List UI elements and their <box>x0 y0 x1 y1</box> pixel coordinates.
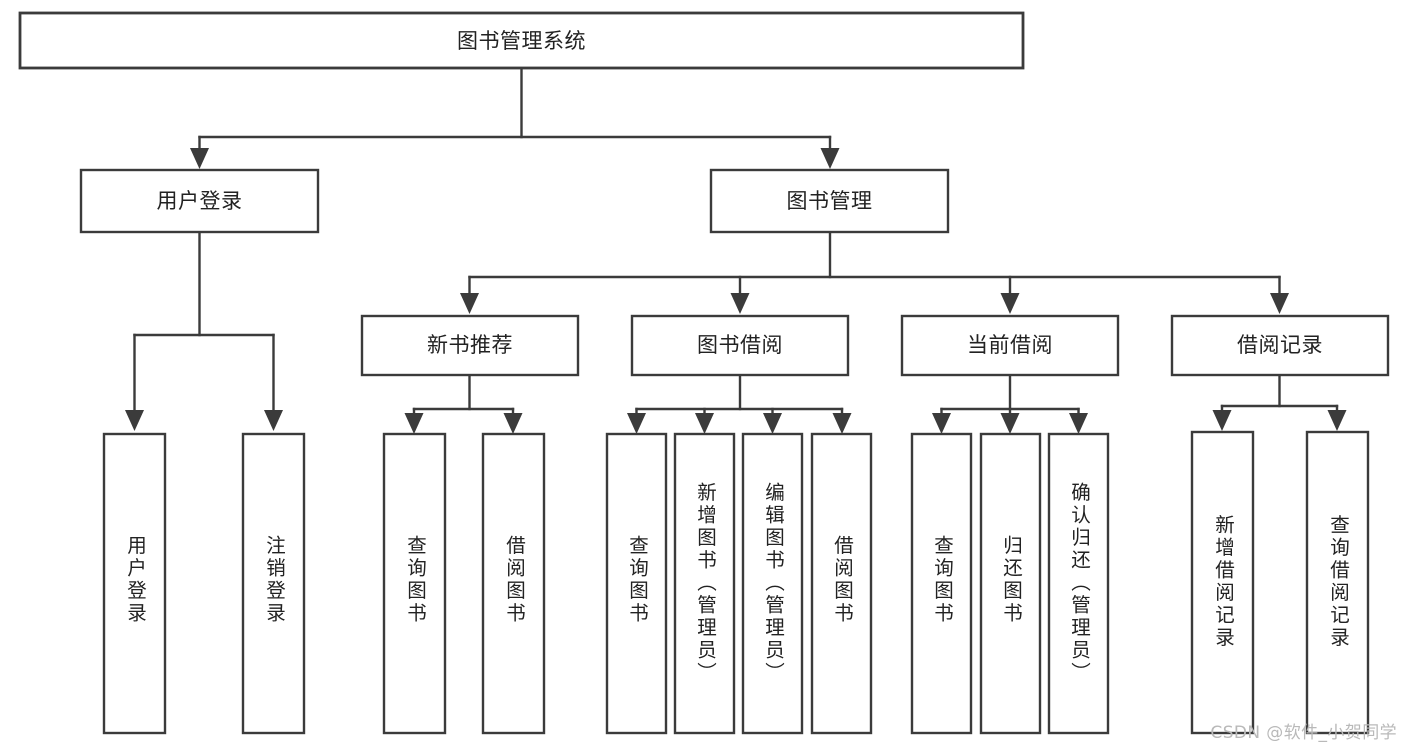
leaf-node-nb-query-book[interactable]: 查询图书 <box>382 432 447 735</box>
leaf-node-bb-query-book[interactable]: 查询图书 <box>605 432 668 735</box>
connectors-newbook-to-leaves <box>404 373 523 434</box>
leaf-node-br-add-record[interactable]: 新增借阅记录 <box>1190 430 1255 735</box>
connectors-bookmanage-to-level3 <box>460 230 1289 314</box>
node-borrow-record-label: 借阅记录 <box>1237 333 1323 357</box>
node-book-borrow[interactable]: 图书借阅 <box>630 314 850 377</box>
node-user-login-label: 用户登录 <box>157 189 243 213</box>
leaf-user-login-box[interactable] <box>102 432 167 735</box>
leaf-logout-box[interactable] <box>241 432 306 735</box>
node-root-book-management-system[interactable]: 图书管理系统 <box>18 11 1025 70</box>
leaf-cb-return-book-label: 归还图书 <box>1000 535 1023 625</box>
arrow-to-leaf-user-login <box>125 410 144 431</box>
leaf-node-logout[interactable]: 注销登录 <box>241 432 306 735</box>
node-new-book-recommend-label: 新书推荐 <box>427 333 513 357</box>
connectors-userlogin-to-leaves <box>125 230 283 431</box>
leaf-cb-return-book-box[interactable] <box>979 432 1042 735</box>
leaf-node-user-login[interactable]: 用户登录 <box>102 432 167 735</box>
leaf-node-bb-add-book-admin[interactable]: 新增图书（管理员） <box>673 432 736 735</box>
leaf-logout-label: 注销登录 <box>263 535 286 625</box>
leaf-bb-add-book-label: 新增图书（管理员） <box>694 482 717 685</box>
leaf-node-cb-return-book[interactable]: 归还图书 <box>979 432 1042 735</box>
leaf-nb-borrow-book-label: 借阅图书 <box>503 535 526 625</box>
node-book-management-label: 图书管理 <box>787 189 873 213</box>
leaf-bb-query-book-box[interactable] <box>605 432 668 735</box>
arrow-to-leaf-cb-return <box>1000 413 1020 434</box>
connectors-currentborrow-to-leaves <box>932 373 1088 434</box>
leaf-cb-confirm-return-box[interactable] <box>1047 432 1110 735</box>
leaf-bb-edit-book-box[interactable] <box>741 432 804 735</box>
arrow-to-leaf-bb-add <box>695 413 714 434</box>
arrow-to-leaf-cb-query <box>932 413 951 434</box>
node-current-borrow[interactable]: 当前借阅 <box>900 314 1120 377</box>
arrow-to-leaf-nb-query <box>404 413 424 434</box>
arrow-to-book-manage <box>820 148 840 169</box>
leaf-bb-borrow-book-label: 借阅图书 <box>831 535 854 625</box>
leaf-nb-borrow-book-box[interactable] <box>481 432 546 735</box>
arrow-to-leaf-bb-query <box>627 413 646 434</box>
node-root-box[interactable] <box>18 11 1025 70</box>
node-book-management-box[interactable] <box>709 168 950 234</box>
csdn-watermark: CSDN @软件_小贺同学 <box>1210 723 1397 743</box>
arrow-to-leaf-bb-borrow <box>832 413 852 434</box>
connectors-root-to-level2 <box>190 66 840 169</box>
leaf-br-query-record-label: 查询借阅记录 <box>1327 515 1350 650</box>
arrow-to-leaf-cb-confirm <box>1069 413 1088 434</box>
arrow-to-book-borrow <box>730 293 750 314</box>
leaf-bb-edit-book-label: 编辑图书（管理员） <box>762 482 785 685</box>
leaf-cb-query-book-box[interactable] <box>910 432 973 735</box>
node-book-management[interactable]: 图书管理 <box>709 168 950 234</box>
node-current-borrow-box[interactable] <box>900 314 1120 377</box>
arrow-to-user-login <box>190 148 209 169</box>
leaf-node-cb-confirm-return-admin[interactable]: 确认归还（管理员） <box>1047 432 1110 735</box>
arrow-to-borrow-record <box>1270 293 1289 314</box>
leaf-bb-borrow-book-box[interactable] <box>810 432 873 735</box>
leaf-node-bb-edit-book-admin[interactable]: 编辑图书（管理员） <box>741 432 804 735</box>
arrow-to-leaf-br-query <box>1327 410 1347 431</box>
node-new-book-recommend-box[interactable] <box>360 314 580 377</box>
arrow-to-leaf-br-add <box>1212 410 1232 431</box>
leaf-nb-query-book-box[interactable] <box>382 432 447 735</box>
node-borrow-record[interactable]: 借阅记录 <box>1170 314 1390 377</box>
leaf-node-nb-borrow-book[interactable]: 借阅图书 <box>481 432 546 735</box>
arrow-to-new-book <box>460 293 479 314</box>
leaf-bb-add-book-box[interactable] <box>673 432 736 735</box>
connectors-bookborrow-to-leaves <box>627 373 852 434</box>
leaf-cb-confirm-return-label: 确认归还（管理员） <box>1068 482 1091 685</box>
node-book-borrow-label: 图书借阅 <box>697 333 783 357</box>
arrow-to-leaf-nb-borrow <box>503 413 523 434</box>
leaf-bb-query-book-label: 查询图书 <box>626 535 649 625</box>
leaf-br-add-record-label: 新增借阅记录 <box>1212 515 1235 650</box>
node-borrow-record-box[interactable] <box>1170 314 1390 377</box>
leaf-node-bb-borrow-book[interactable]: 借阅图书 <box>810 432 873 735</box>
leaf-br-add-record-box[interactable] <box>1190 430 1255 735</box>
node-user-login-box[interactable] <box>79 168 320 234</box>
arrow-to-leaf-logout <box>264 410 283 431</box>
leaf-nb-query-book-label: 查询图书 <box>404 535 427 625</box>
arrow-to-leaf-bb-edit <box>763 413 782 434</box>
leaf-br-query-record-box[interactable] <box>1305 430 1370 735</box>
leaf-user-login-label: 用户登录 <box>124 535 147 625</box>
node-current-borrow-label: 当前借阅 <box>967 333 1053 357</box>
node-user-login[interactable]: 用户登录 <box>79 168 320 234</box>
node-book-borrow-box[interactable] <box>630 314 850 377</box>
arrow-to-current-borrow <box>1000 293 1020 314</box>
leaf-node-br-query-record[interactable]: 查询借阅记录 <box>1305 430 1370 735</box>
node-new-book-recommend[interactable]: 新书推荐 <box>360 314 580 377</box>
leaf-cb-query-book-label: 查询图书 <box>931 535 954 625</box>
connectors-borrowrecord-to-leaves <box>1212 373 1347 431</box>
node-root-label: 图书管理系统 <box>457 29 586 53</box>
leaf-node-cb-query-book[interactable]: 查询图书 <box>910 432 973 735</box>
